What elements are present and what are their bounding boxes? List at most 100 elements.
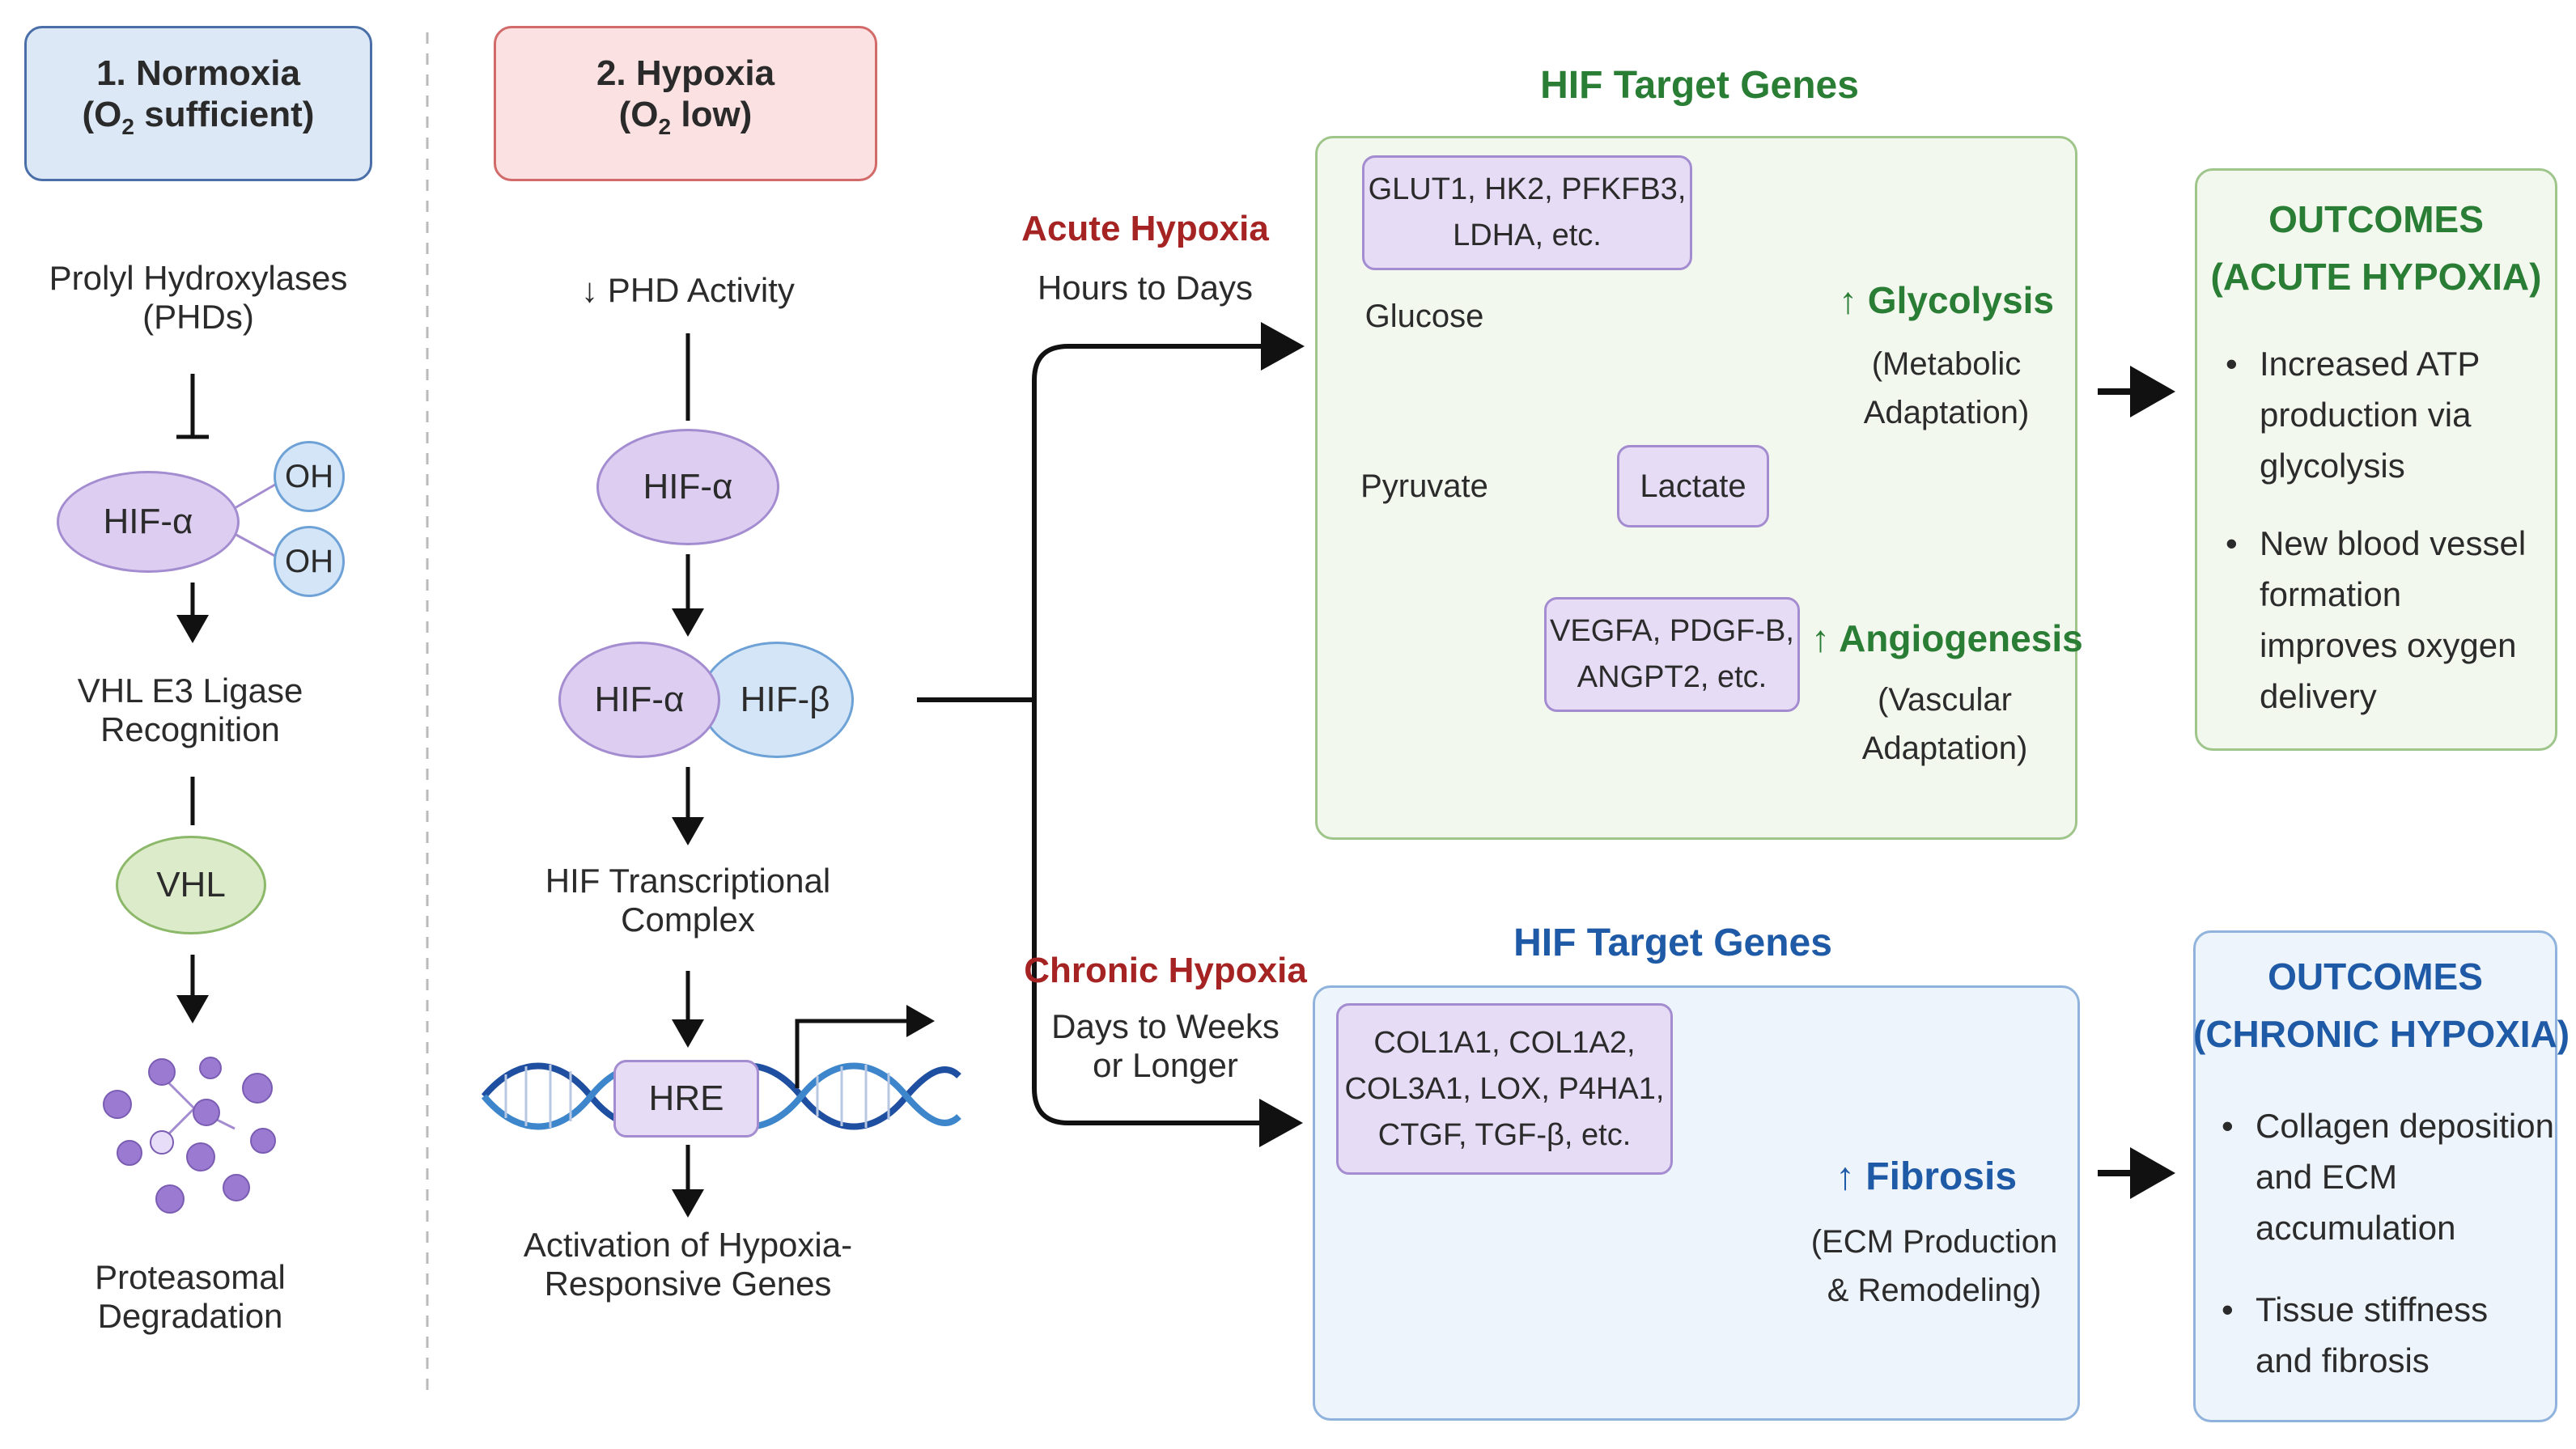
outcomes-acute-bullet-2: • New blood vessel formation improves ox… — [2226, 518, 2526, 722]
angiogenesis-heading: ↑ Angiogenesis — [1811, 617, 2083, 659]
angiogenesis-genes-box: VEGFA, PDGF-B, ANGPT2, etc. — [1544, 597, 1800, 712]
transcription-start-arrow — [795, 1005, 935, 1088]
outcomes-acute-bullet-1: • Increased ATP production via glycolysi… — [2226, 338, 2480, 491]
glucose-label: Glucose — [1364, 299, 1484, 334]
branch-acute-arrow — [1032, 322, 1305, 700]
proteasome-fragments-icon — [103, 1057, 276, 1214]
vhl-recognition-line1: VHL E3 Ligase — [77, 672, 303, 710]
proteasomal-degradation-label: Proteasomal Degradation — [24, 1258, 356, 1337]
lactate-box: Lactate — [1617, 445, 1769, 527]
oc-b1-line2: and ECM — [2256, 1158, 2398, 1196]
normoxia-title-line1: 1. Normoxia — [96, 53, 300, 93]
hypoxia-title-o: (O — [618, 94, 659, 134]
chronic-hypoxia-label: Chronic Hypoxia — [1024, 951, 1307, 990]
outcomes-chronic-title: OUTCOMES (CHRONIC HYPOXIA) — [2193, 948, 2570, 1064]
outcomes-acute-title-line2: (ACUTE HYPOXIA) — [2210, 256, 2542, 299]
glyco-sub-line2: Adaptation) — [1863, 395, 2030, 430]
outcomes-chronic-box — [2193, 930, 2557, 1422]
angio-sub-line1: (Vascular — [1878, 682, 2012, 718]
degradation-line1: Proteasomal — [95, 1258, 286, 1296]
acute-hypoxia-label: Acute Hypoxia — [1021, 209, 1269, 248]
fib-genes-line3: CTGF, TGF-β, etc. — [1377, 1117, 1632, 1152]
glycolysis-heading: ↑ Glycolysis — [1839, 279, 2054, 321]
glyco-genes-line2: LDHA, etc. — [1453, 218, 1602, 252]
oa-b1-line2: production via — [2260, 396, 2472, 434]
normoxia-title: 1. Normoxia (O2 sufficient) — [24, 53, 372, 140]
complex-line1: HIF Transcriptional — [545, 862, 831, 900]
normoxia-title-sub: 2 — [121, 113, 134, 139]
vhl-recognition-label: VHL E3 Ligase Recognition — [24, 672, 356, 750]
fib-sub-line1: (ECM Production — [1810, 1224, 2058, 1260]
oc-b2-line1: Tissue stiffness — [2256, 1290, 2489, 1328]
outcomes-chronic-bullet-2: • Tissue stiffness and fibrosis — [2222, 1284, 2488, 1386]
bullet-dot: • — [2226, 524, 2238, 562]
outcomes-chronic-title-line1: OUTCOMES — [2268, 955, 2483, 998]
glyco-genes-line1: GLUT1, HK2, PFKFB3, — [1368, 172, 1687, 206]
chronic-time-line1: Days to Weeks — [1051, 1007, 1280, 1045]
hypoxia-hif-alpha: HIF-α — [596, 429, 779, 545]
activation-line2: Responsive Genes — [544, 1265, 832, 1303]
normoxia-header-box — [24, 26, 372, 181]
fibrosis-genes-box: COL1A1, COL1A2, COL3A1, LOX, P4HA1, CTGF… — [1336, 1003, 1673, 1175]
hypoxia-header-box — [494, 26, 877, 181]
activation-label: Activation of Hypoxia- Responsive Genes — [453, 1226, 923, 1304]
hre-box: HRE — [613, 1060, 759, 1138]
angio-genes-line2: ANGPT2, etc. — [1577, 660, 1768, 694]
angio-sub-line2: Adaptation) — [1861, 731, 2028, 766]
bullet-dot: • — [2222, 1290, 2234, 1328]
activation-line1: Activation of Hypoxia- — [523, 1226, 853, 1264]
phd-activity-label: ↓ PHD Activity — [581, 271, 795, 309]
pyruvate-label: Pyruvate — [1360, 468, 1488, 504]
vhl-node: VHL — [116, 836, 266, 934]
glycolysis-subtitle: (Metabolic Adaptation) — [1821, 340, 2072, 437]
glyco-sub-line1: (Metabolic — [1871, 346, 2022, 382]
oc-b1-line3: accumulation — [2256, 1209, 2456, 1247]
phd-label-line1: Prolyl Hydroxylases — [49, 259, 348, 297]
bullet-dot: • — [2226, 345, 2238, 383]
oh-group-2: OH — [274, 526, 345, 597]
angiogenesis-subtitle: (Vascular Adaptation) — [1811, 676, 2078, 773]
fib-genes-line1: COL1A1, COL1A2, — [1373, 1025, 1636, 1060]
acute-time-label: Hours to Days — [1037, 269, 1254, 307]
normoxia-title-rest: sufficient) — [134, 94, 315, 134]
hypoxia-title: 2. Hypoxia (O2 low) — [494, 53, 877, 140]
oh-bond-1 — [234, 481, 280, 510]
chronic-time-line2: or Longer — [1093, 1046, 1238, 1085]
fib-genes-line2: COL3A1, LOX, P4HA1, — [1344, 1071, 1665, 1106]
outcomes-chronic-bullet-1: • Collagen deposition and ECM accumulati… — [2222, 1100, 2554, 1253]
hypoxia-title-sub: 2 — [658, 113, 672, 139]
oa-b2-line2: formation — [2260, 575, 2402, 613]
outcomes-acute-title: OUTCOMES (ACUTE HYPOXIA) — [2195, 191, 2557, 307]
oa-b1-line1: Increased ATP — [2260, 345, 2481, 383]
hif-beta: HIF-β — [700, 642, 854, 758]
hypoxia-title-line1: 2. Hypoxia — [596, 53, 775, 93]
bullet-dot: • — [2222, 1107, 2234, 1145]
oc-b1-line1: Collagen deposition — [2256, 1107, 2554, 1145]
oa-b2-line4: delivery — [2260, 677, 2377, 715]
oa-b2-line1: New blood vessel — [2260, 524, 2527, 562]
normoxia-hif-alpha: HIF-α — [57, 471, 240, 573]
complex-line2: Complex — [621, 900, 755, 939]
outcomes-acute-box — [2195, 168, 2557, 751]
acute-panel-title: HIF Target Genes — [1540, 64, 1859, 107]
oh-bond-2 — [234, 532, 280, 560]
vhl-recognition-line2: Recognition — [100, 710, 280, 749]
branch-chronic-arrow — [1032, 700, 1303, 1147]
outcomes-acute-title-line1: OUTCOMES — [2268, 198, 2484, 240]
chronic-time-label: Days to Weeks or Longer — [1012, 1007, 1319, 1086]
fib-sub-line2: & Remodeling) — [1827, 1273, 2042, 1308]
fibrosis-subtitle: (ECM Production & Remodeling) — [1797, 1218, 2072, 1315]
dimer-hif-alpha: HIF-α — [558, 642, 720, 758]
chronic-panel-title: HIF Target Genes — [1513, 922, 1832, 964]
hif-complex-label: HIF Transcriptional Complex — [486, 862, 890, 940]
angio-genes-line1: VEGFA, PDGF-B, — [1550, 614, 1794, 648]
normoxia-title-o: (O — [82, 94, 122, 134]
fibrosis-heading: ↑ Fibrosis — [1835, 1155, 2018, 1198]
outcomes-chronic-title-line2: (CHRONIC HYPOXIA) — [2193, 1013, 2570, 1056]
phd-label: Prolyl Hydroxylases (PHDs) — [24, 259, 372, 337]
phd-label-line2: (PHDs) — [142, 298, 254, 337]
degradation-line2: Degradation — [97, 1297, 283, 1336]
oc-b2-line2: and fibrosis — [2256, 1341, 2430, 1379]
oa-b1-line3: glycolysis — [2260, 447, 2405, 485]
oh-group-1: OH — [274, 441, 345, 512]
